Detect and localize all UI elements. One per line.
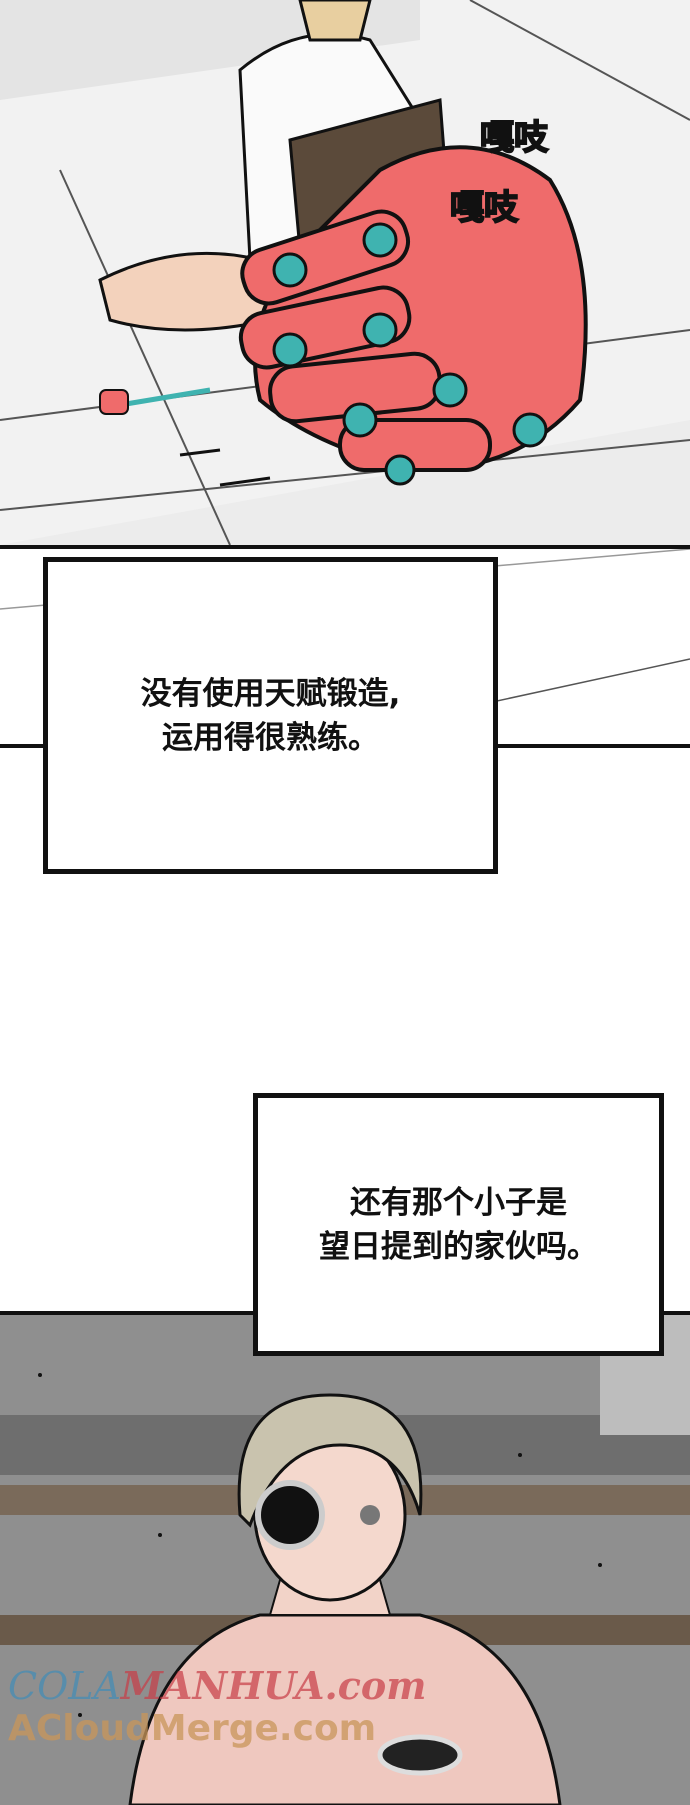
panel-border xyxy=(0,545,690,549)
caption-line: 还有那个小子是 xyxy=(350,1184,567,1221)
watermark-text: ACloudMerge.com xyxy=(8,1708,377,1749)
sound-effect-creak: 嘎吱 xyxy=(449,187,519,229)
watermark: COLAMANHUA.com ACloudMerge.com xyxy=(8,1663,426,1749)
panel-robot-hand: 嘎吱 嘎吱 xyxy=(0,0,690,545)
watermark-text: COLA xyxy=(8,1664,121,1708)
panel-boy-goggles: COLAMANHUA.com ACloudMerge.com xyxy=(0,1311,690,1805)
caption-line: 运用得很熟练。 xyxy=(162,719,379,756)
caption-text-1: 没有使用天赋锻造, 运用得很熟练。 xyxy=(141,672,401,760)
robot-hand-illustration xyxy=(0,0,690,545)
sound-effect-creak: 嘎吱 xyxy=(479,117,549,159)
caption-text-2: 还有那个小子是 望日提到的家伙吗。 xyxy=(319,1181,598,1269)
watermark-text: MANHUA.com xyxy=(120,1663,427,1708)
caption-line: 没有使用天赋锻造, xyxy=(140,675,401,712)
caption-box-1: 没有使用天赋锻造, 运用得很熟练。 xyxy=(43,557,498,874)
boy-goggles-illustration xyxy=(0,1315,690,1805)
caption-box-2: 还有那个小子是 望日提到的家伙吗。 xyxy=(253,1093,664,1356)
caption-line: 望日提到的家伙吗。 xyxy=(319,1228,598,1265)
